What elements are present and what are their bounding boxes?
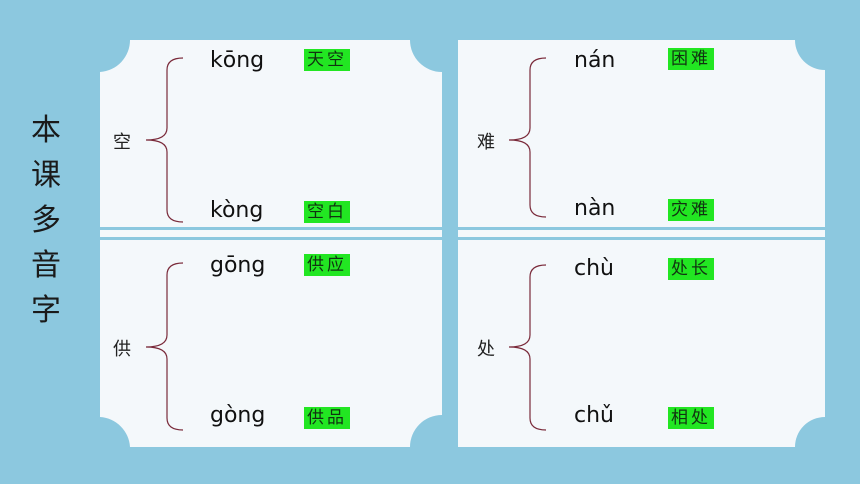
panel-2-word-2: 灾难 bbox=[668, 199, 714, 221]
panel-4-word-1: 处长 bbox=[668, 258, 714, 280]
brace-1 bbox=[145, 57, 184, 223]
panel-4-pinyin-1: chù bbox=[574, 256, 614, 281]
panel-1-word-2: 空白 bbox=[304, 201, 350, 223]
card-right-shape bbox=[458, 40, 825, 447]
side-title-char: 课 bbox=[31, 158, 61, 193]
side-title: 本 课 多 音 字 bbox=[28, 108, 64, 333]
side-title-char: 多 bbox=[31, 203, 61, 238]
horizontal-divider-bottom bbox=[100, 237, 825, 240]
panel-1-pinyin-1: kōng bbox=[210, 48, 265, 73]
card-left-shape bbox=[100, 40, 442, 447]
panel-2-word-1: 困难 bbox=[668, 48, 714, 70]
panel-2-pinyin-2: nàn bbox=[574, 196, 616, 221]
brace-4 bbox=[508, 264, 547, 431]
side-title-char: 音 bbox=[31, 248, 61, 283]
panel-3-word-1: 供应 bbox=[304, 254, 350, 276]
panel-4-character: 处 bbox=[477, 339, 495, 360]
panel-1-pinyin-2: kòng bbox=[210, 198, 264, 223]
panel-3-pinyin-1: gōng bbox=[210, 253, 266, 278]
horizontal-divider-top bbox=[100, 227, 825, 230]
panel-2-character: 难 bbox=[477, 132, 495, 153]
panel-1-word-1: 天空 bbox=[304, 49, 350, 71]
panel-3-character: 供 bbox=[113, 339, 131, 360]
panel-4-word-2: 相处 bbox=[668, 407, 714, 429]
side-title-char: 字 bbox=[31, 293, 61, 328]
panel-4-pinyin-2: chǔ bbox=[574, 403, 614, 428]
panel-3-word-2: 供品 bbox=[304, 407, 350, 429]
brace-2 bbox=[508, 57, 547, 218]
side-title-char: 本 bbox=[31, 113, 61, 148]
panel-1-character: 空 bbox=[113, 132, 131, 153]
brace-3 bbox=[145, 262, 184, 431]
panel-3-pinyin-2: gòng bbox=[210, 403, 266, 428]
panel-2-pinyin-1: nán bbox=[574, 48, 616, 73]
